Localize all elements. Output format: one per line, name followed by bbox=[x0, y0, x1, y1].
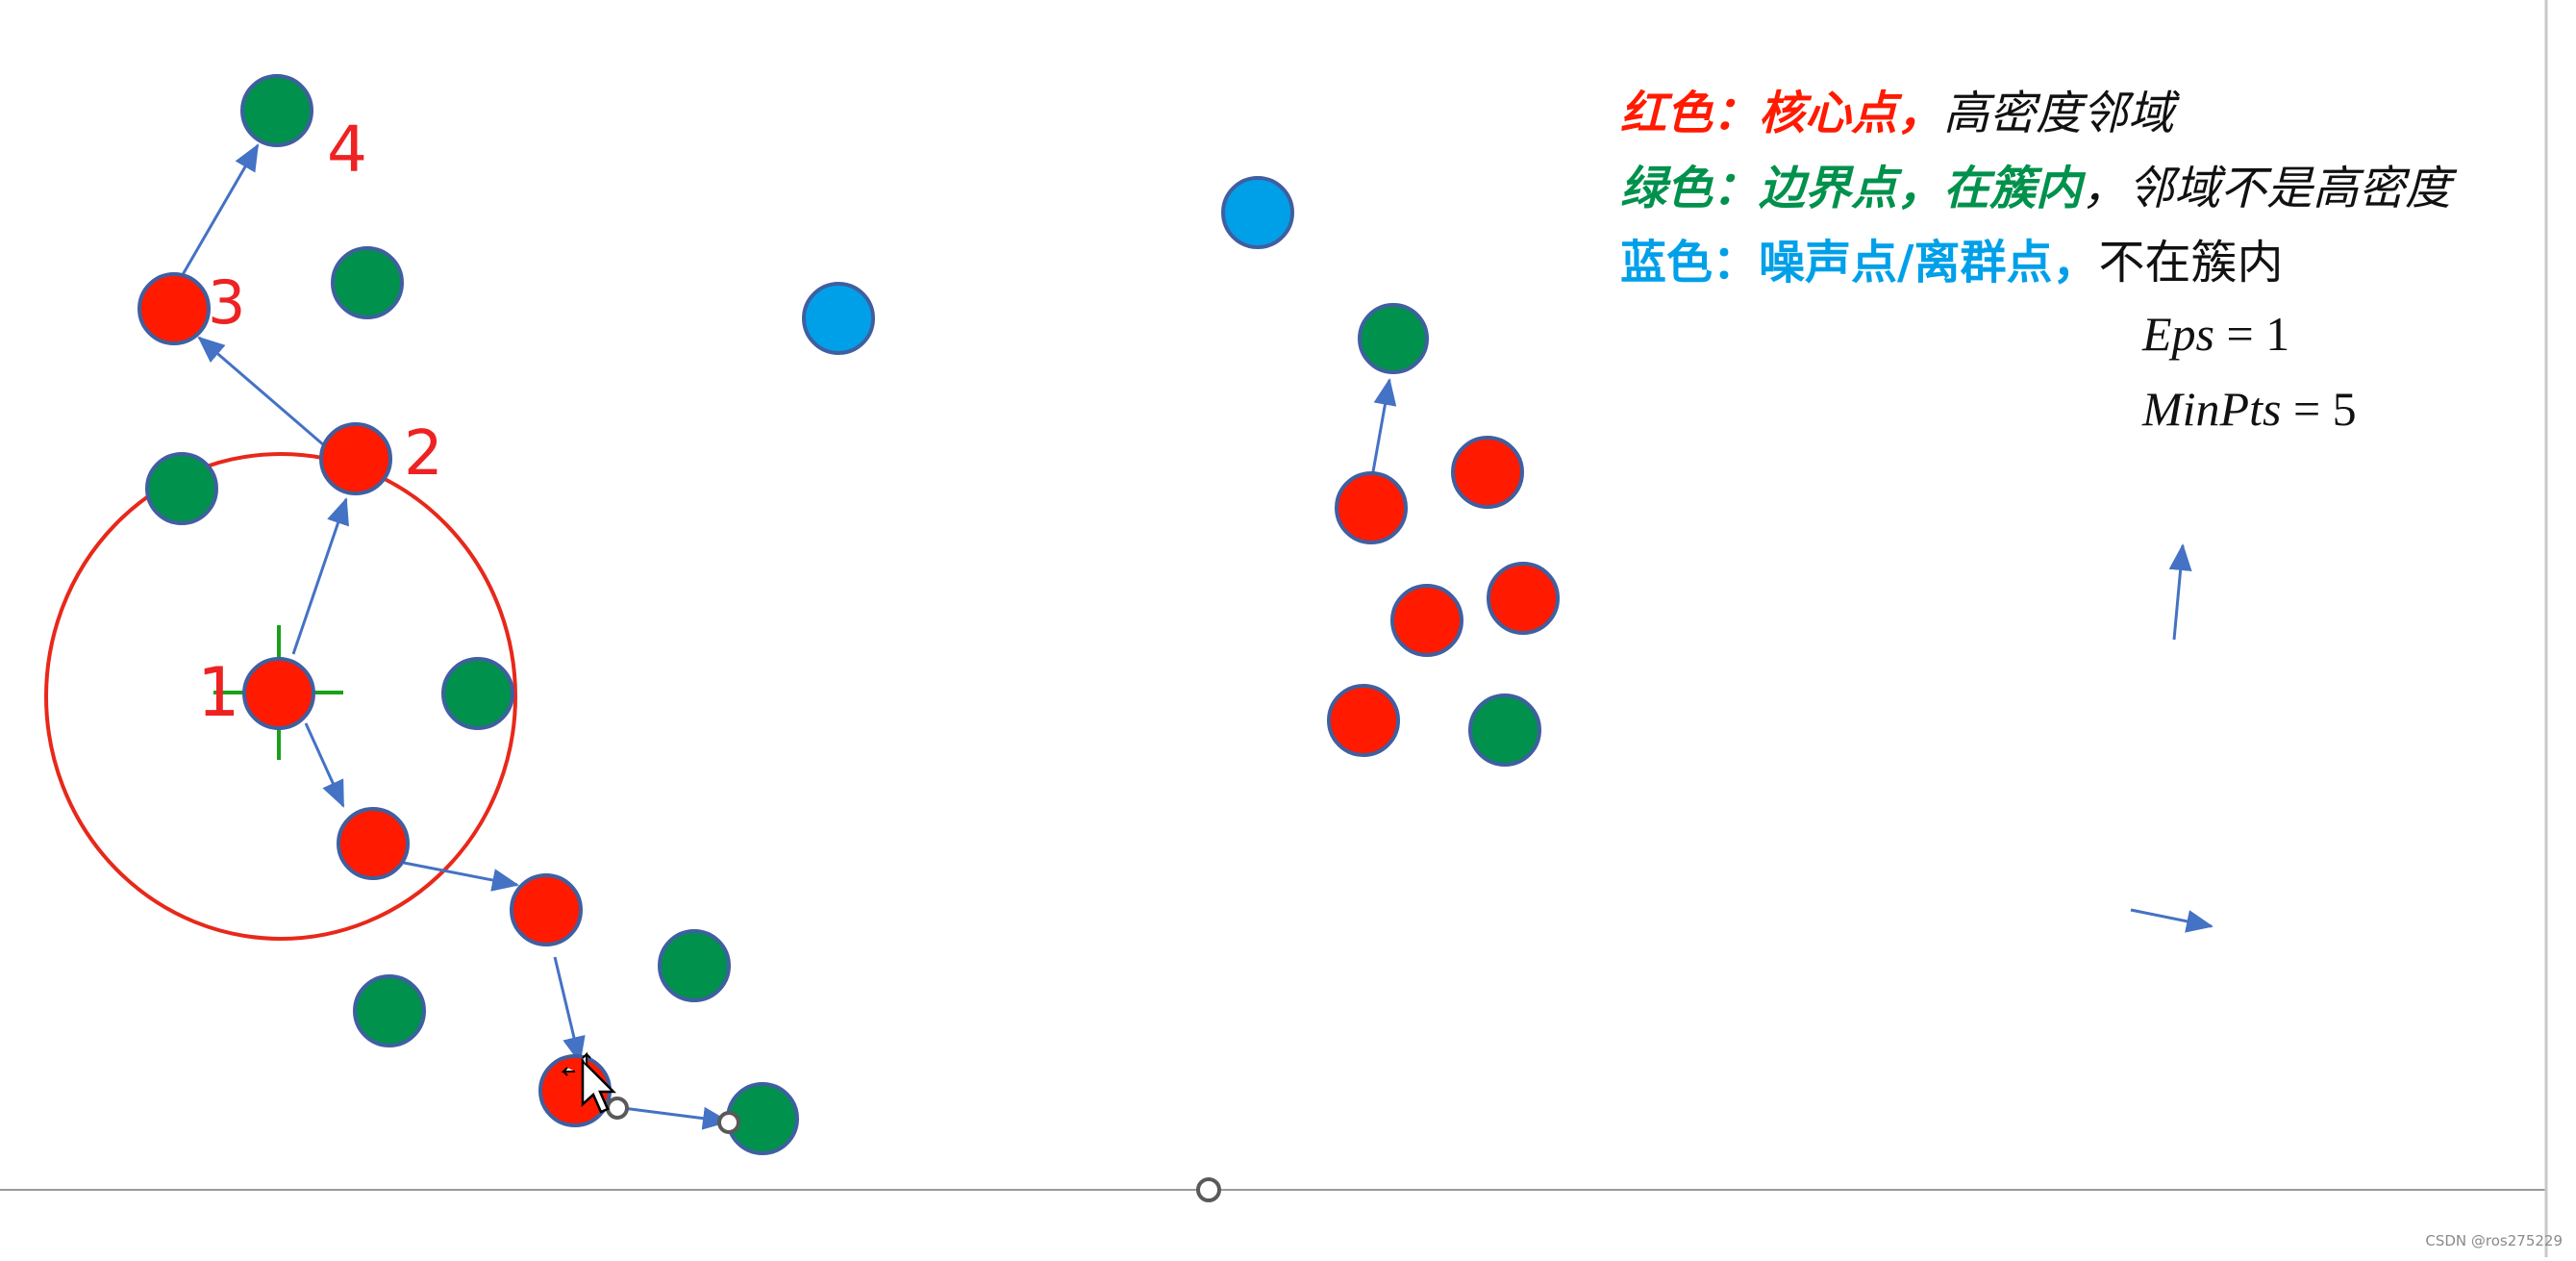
core-point bbox=[1390, 584, 1463, 657]
border-point bbox=[1468, 694, 1541, 767]
border-point bbox=[658, 929, 731, 1002]
arrow-next-to-bottom bbox=[553, 956, 586, 1064]
core-point bbox=[138, 272, 211, 345]
param-minpts: MinPts = 5 bbox=[2142, 381, 2357, 437]
core-point bbox=[337, 807, 410, 880]
arrow-1-to-down bbox=[304, 722, 345, 808]
border-point bbox=[441, 657, 514, 730]
mouse-cursor-icon bbox=[581, 1057, 617, 1114]
arrow-bottom-to-green bbox=[614, 1105, 730, 1130]
border-point bbox=[240, 74, 313, 147]
legend-green-label: 绿色：边界点，在簇内 bbox=[1620, 162, 2083, 215]
border-point bbox=[353, 974, 426, 1047]
legend-red-desc: 高密度邻域 bbox=[1943, 87, 2175, 140]
legend-blue: 蓝色：噪声点/离群点，不在簇内 bbox=[1620, 236, 2284, 290]
param-eps-name: Eps bbox=[2142, 307, 2214, 361]
resize-handle[interactable] bbox=[1196, 1177, 1221, 1202]
param-minpts-value: = 5 bbox=[2281, 382, 2357, 436]
param-eps: Eps = 1 bbox=[2142, 306, 2289, 362]
legend-blue-label: 蓝色：噪声点/离群点， bbox=[1620, 236, 2099, 290]
border-point bbox=[145, 452, 218, 525]
legend-red-label: 红色：核心点， bbox=[1620, 87, 1944, 140]
arrow-right-cluster-up bbox=[1370, 378, 1397, 478]
noise-point bbox=[802, 282, 875, 355]
legend-green-desc: ，邻域不是高密度 bbox=[2082, 162, 2452, 215]
arrow-stray-up bbox=[2168, 543, 2192, 641]
core-point bbox=[242, 657, 315, 730]
core-point bbox=[1487, 562, 1560, 635]
arrow-2-to-3 bbox=[197, 336, 325, 447]
core-point bbox=[1327, 684, 1400, 757]
legend-red: 红色：核心点，高密度邻域 bbox=[1620, 87, 2174, 140]
core-point bbox=[1451, 436, 1524, 509]
step-annotations: 1 2 3 4 bbox=[197, 113, 443, 732]
border-point bbox=[331, 246, 404, 319]
arrow-1-to-2 bbox=[291, 497, 349, 655]
points bbox=[138, 74, 1560, 1155]
noise-point bbox=[1221, 176, 1294, 249]
param-minpts-name: MinPts bbox=[2142, 382, 2282, 436]
arrows bbox=[179, 143, 2213, 1130]
legend-blue-desc: 不在簇内 bbox=[2098, 236, 2284, 290]
eps-neighborhood-circle bbox=[44, 452, 517, 941]
move-cursor-icon bbox=[561, 1051, 591, 1076]
step-label-4: 4 bbox=[327, 113, 367, 187]
param-eps-value: = 1 bbox=[2214, 307, 2290, 361]
border-point bbox=[1358, 303, 1429, 374]
watermark: CSDN @ros275229 bbox=[2425, 1232, 2563, 1249]
arrow-down-to-next bbox=[403, 861, 519, 892]
core-point bbox=[1335, 471, 1408, 544]
arrow-3-to-4 bbox=[179, 143, 260, 279]
core-point bbox=[510, 873, 583, 946]
step-label-1: 1 bbox=[197, 653, 240, 732]
step-label-2: 2 bbox=[404, 418, 443, 490]
core-point bbox=[319, 422, 392, 495]
legend-green: 绿色：边界点，在簇内，邻域不是高密度 bbox=[1620, 162, 2451, 215]
step-label-3: 3 bbox=[208, 267, 245, 338]
arrow-stray-right bbox=[2130, 908, 2213, 933]
